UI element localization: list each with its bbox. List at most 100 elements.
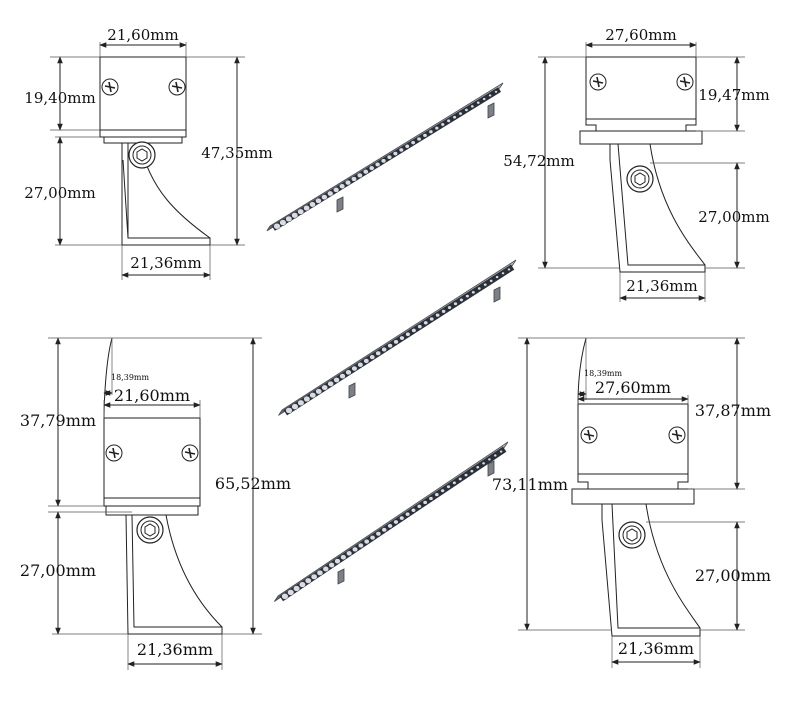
led — [452, 115, 457, 120]
dim-width-top: 27,60mm — [595, 378, 671, 397]
mount-foot — [487, 102, 495, 119]
led — [375, 350, 382, 356]
led — [446, 118, 451, 123]
led — [362, 169, 369, 175]
light-bar — [273, 441, 509, 602]
led — [273, 222, 281, 230]
led — [352, 546, 358, 553]
led — [428, 129, 434, 134]
led — [333, 187, 340, 193]
led — [392, 151, 398, 156]
hex-bolt-icon — [128, 141, 156, 169]
view-top-right: 27,60mm 19,47mm 27,00mm 54,72mm 21,36mm — [503, 26, 770, 302]
led — [417, 324, 423, 329]
led — [410, 140, 416, 145]
led — [434, 492, 440, 497]
led — [489, 279, 494, 283]
led — [416, 504, 422, 509]
led — [482, 97, 486, 101]
screw-icon — [589, 73, 607, 91]
dim-width-bottom: 21,36mm — [130, 254, 201, 272]
led — [501, 271, 505, 275]
led — [339, 183, 346, 190]
led — [477, 286, 482, 291]
led — [374, 161, 381, 167]
led — [333, 377, 340, 383]
led — [435, 313, 440, 318]
led — [310, 573, 318, 580]
led — [458, 111, 463, 116]
led — [356, 172, 363, 178]
dim-width-bottom: 21,36mm — [618, 639, 694, 658]
led — [440, 122, 445, 127]
led — [493, 453, 498, 458]
mount-foot — [336, 196, 344, 213]
led — [339, 373, 346, 379]
led — [459, 298, 464, 302]
led — [434, 126, 440, 131]
led — [481, 461, 486, 466]
led — [393, 339, 399, 345]
bracket-plate — [579, 130, 703, 145]
led — [328, 562, 335, 568]
led — [387, 523, 393, 529]
led — [399, 515, 405, 521]
led — [507, 267, 511, 272]
led — [346, 550, 353, 557]
led — [351, 365, 358, 372]
led — [327, 380, 334, 387]
hex-bolt-icon — [618, 521, 646, 549]
led — [398, 147, 404, 153]
led — [464, 473, 469, 477]
led — [291, 212, 299, 219]
hex-bolt-icon — [626, 165, 654, 193]
led — [309, 392, 317, 399]
led — [465, 294, 470, 299]
dim-height-lower: 27,00mm — [20, 561, 96, 580]
led — [446, 484, 451, 489]
led — [281, 593, 289, 600]
dim-height-total: 65,52mm — [215, 474, 291, 493]
housing-flange — [585, 119, 697, 132]
led — [285, 407, 293, 414]
screw-icon — [105, 444, 123, 462]
led — [327, 190, 334, 197]
led — [416, 136, 422, 142]
led — [345, 369, 352, 376]
led — [499, 450, 503, 454]
led — [447, 305, 452, 310]
led — [368, 165, 375, 171]
hex-bolt-icon — [136, 516, 164, 544]
led — [487, 457, 492, 462]
dim-width-top: 21,60mm — [107, 26, 178, 44]
led — [321, 384, 328, 391]
led — [298, 581, 306, 588]
led — [469, 469, 474, 473]
led — [422, 500, 428, 505]
dim-height-lower: 27,00mm — [695, 566, 771, 585]
led — [488, 93, 492, 98]
dim-height-total: 54,72mm — [503, 152, 574, 170]
screw-icon — [676, 73, 694, 91]
bracket-plate — [105, 505, 199, 516]
dim-offset-small: 18,39mm — [111, 373, 149, 382]
view-bottom-left: 18,39mm 21,60mm 37,79mm 27,00mm 65,52mm … — [20, 337, 291, 670]
dim-height-upper: 37,87mm — [695, 401, 771, 420]
led — [363, 358, 370, 364]
dim-height-upper: 19,40mm — [24, 89, 95, 107]
dim-width-bottom: 21,36mm — [137, 640, 213, 659]
housing-flange — [577, 474, 689, 490]
mount-foot — [487, 460, 495, 477]
led — [291, 403, 299, 410]
led — [422, 133, 428, 138]
led — [387, 343, 393, 349]
housing-flange — [99, 130, 187, 138]
mount-bracket — [601, 503, 701, 637]
led — [287, 589, 295, 596]
led — [334, 558, 341, 564]
dim-height-upper: 19,47mm — [698, 86, 769, 104]
screw-icon — [580, 426, 598, 444]
led — [340, 554, 347, 561]
view-top-left: 21,60mm 19,40mm 27,00mm 47,35mm 21,36mm — [24, 26, 273, 280]
